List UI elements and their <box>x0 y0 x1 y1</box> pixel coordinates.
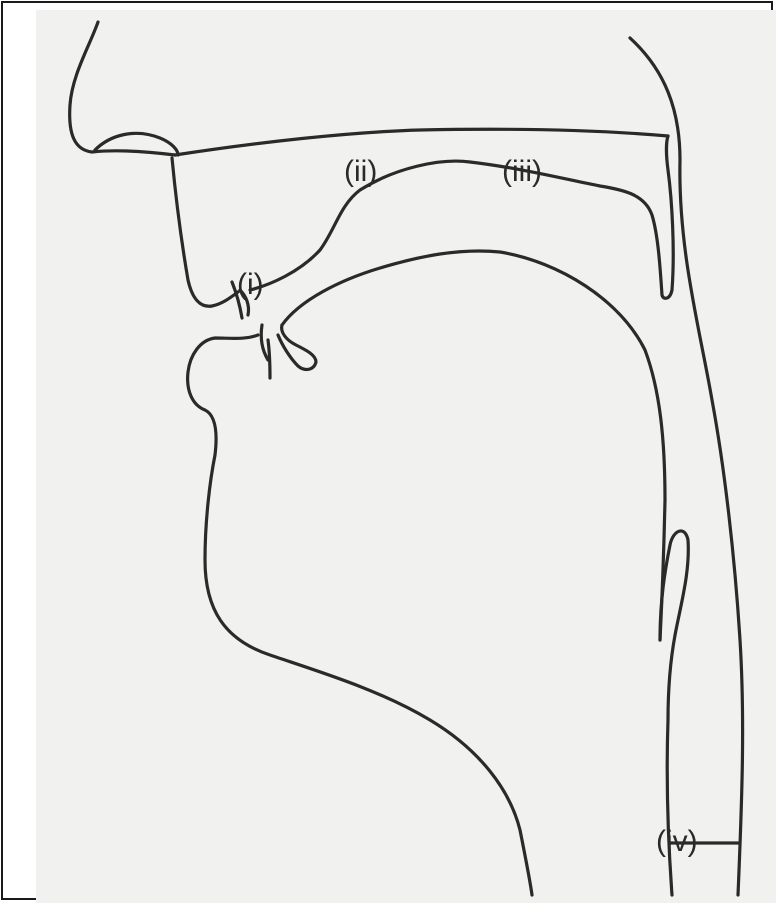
nasal-floor-line <box>175 129 668 155</box>
pharynx-back-wall <box>630 38 743 895</box>
label-iv: (iv) <box>656 825 698 858</box>
label-i: (i) <box>237 268 264 301</box>
label-ii: (ii) <box>344 155 377 188</box>
palate-outline <box>250 136 673 298</box>
upper-lip-outline <box>172 158 238 306</box>
lower-teeth-outline <box>261 325 270 378</box>
tongue-tip-outline <box>278 325 316 369</box>
label-iii: (iii) <box>502 155 542 188</box>
larynx-front-wall <box>667 720 672 895</box>
tongue-outline <box>282 251 665 640</box>
lower-lip-chin-outline <box>188 335 532 895</box>
